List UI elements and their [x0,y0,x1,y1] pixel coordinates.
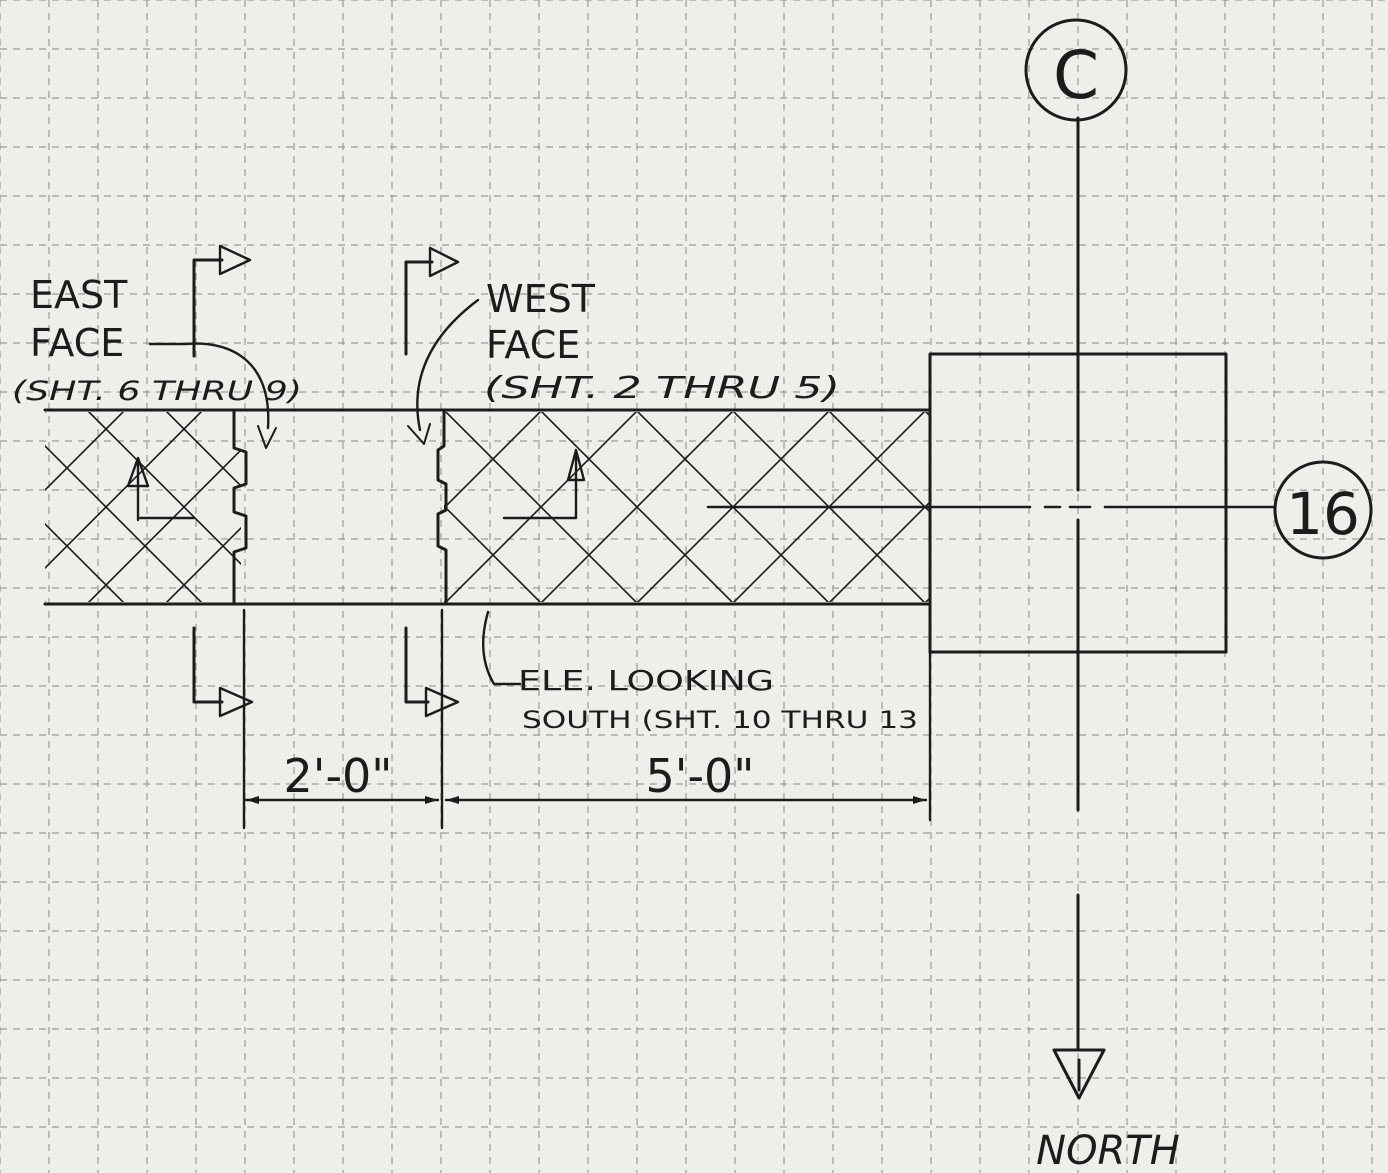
hatch-line [88,448,241,602]
elevation-label-line2: SOUTH (SHT. 10 THRU 13 [522,706,918,734]
view-direction-arrows [126,448,586,522]
hatch-line [541,412,733,602]
elevation-label-line1: ELE. LOOKING [518,664,774,697]
section-cut-east [192,244,254,718]
hatch-line [444,412,541,510]
grid-bubble-c [1024,18,1128,122]
elevation-leader [482,610,522,686]
dimension-lines [242,608,932,830]
grid-bubble-c-label: C [1053,37,1099,114]
north-label: NORTH [1036,1128,1180,1173]
grid-bubble-16 [1273,460,1373,560]
hatch-line [445,412,637,602]
west-face-leader [416,298,480,432]
west-face-label-line1: WEST [486,277,596,321]
east-face-label-line2: FACE [30,321,124,365]
opening-right-edge [436,408,448,606]
east-face-sheet-ref: (SHT. 6 THRU 9) [12,376,302,407]
east-face-label-line1: EAST [30,273,128,317]
hatch-line [166,412,241,488]
west-face-label-line2: FACE [486,323,580,367]
hatch-line [444,600,445,602]
dimension-left-label: 2'-0" [284,749,393,803]
west-face-sheet-ref: (SHT. 2 THRU 5) [484,371,840,406]
hatch-line [45,412,124,492]
hatch-line [45,412,202,570]
hatch-line [45,522,124,602]
opening-left-edge [232,408,248,606]
leader-lines [148,298,522,686]
east-face-leader [148,342,270,430]
grid-bubble-16-label: 16 [1286,480,1360,548]
dimension-right-label: 5'-0" [646,749,755,803]
north-arrow [1052,1048,1106,1100]
hatch-line [166,526,241,602]
section-cut-west [404,246,460,718]
hatch-left-wall [45,412,241,602]
hatch-line [444,412,445,414]
